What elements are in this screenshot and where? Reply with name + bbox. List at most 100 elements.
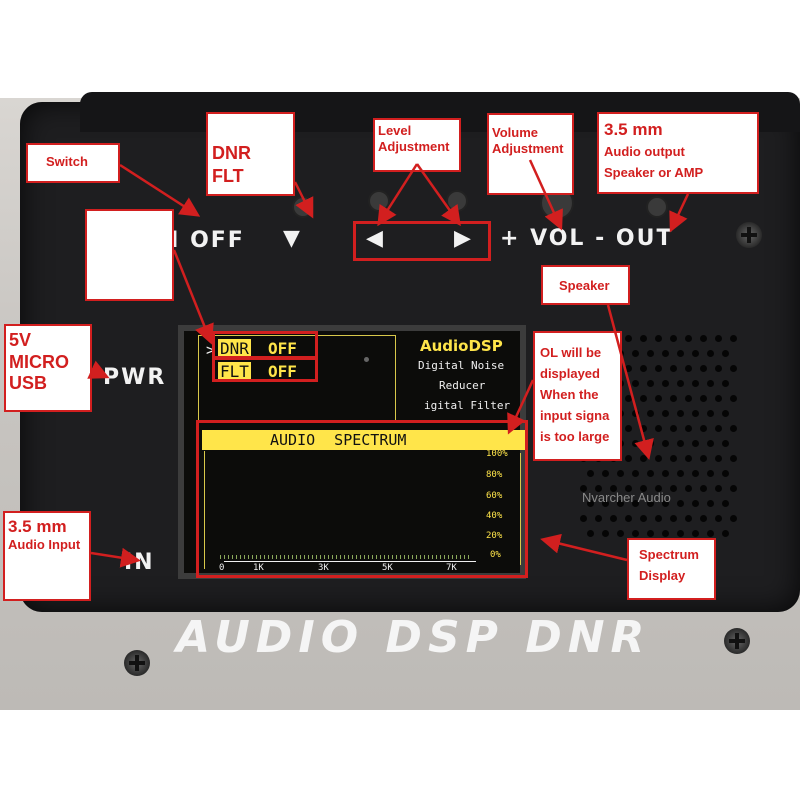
- spectrum-header: [202, 430, 528, 450]
- speaker-hole: [715, 485, 722, 492]
- lcd-screen: > DNR OFF FLT OFF AudioDSP Digital Noise…: [178, 325, 528, 579]
- indicator-dot: [364, 357, 369, 362]
- in-label: IN: [124, 550, 155, 575]
- speaker-hole: [715, 365, 722, 372]
- level-knob-left[interactable]: [368, 190, 390, 212]
- speaker-hole: [647, 500, 654, 507]
- dnr-flt-down-icon: ▼: [283, 226, 300, 251]
- speaker-hole: [700, 395, 707, 402]
- speaker-hole: [632, 440, 639, 447]
- speaker-hole: [662, 500, 669, 507]
- brand-label: AUDIO DSP DNR: [176, 612, 651, 663]
- speaker-hole: [700, 515, 707, 522]
- level-left-arrow-icon: ◀: [366, 226, 383, 251]
- speaker-hole: [677, 530, 684, 537]
- speaker-hole: [707, 380, 714, 387]
- speaker-hole: [647, 410, 654, 417]
- annotation-switch: Switch: [26, 143, 120, 183]
- output-jack[interactable]: [646, 196, 668, 218]
- speaker-hole: [670, 455, 677, 462]
- speaker-hole: [692, 470, 699, 477]
- annotation-spectrum: Spectrum Display: [627, 538, 716, 600]
- speaker-hole: [655, 425, 662, 432]
- level-80: 80%: [486, 470, 503, 480]
- speaker-hole: [715, 425, 722, 432]
- speaker-hole: [595, 485, 602, 492]
- annotation-speaker-text: Speaker: [559, 278, 610, 293]
- annotation-ol-text: OL will be displayed When the input sign…: [540, 345, 610, 445]
- dnr-flt-knob[interactable]: [292, 196, 314, 218]
- speaker-hole: [692, 500, 699, 507]
- speaker-hole: [625, 485, 632, 492]
- annotation-spectrum-text: Spectrum Display: [639, 547, 699, 583]
- speaker-hole: [662, 530, 669, 537]
- freq-tick-7k: 7K: [446, 563, 457, 573]
- speaker-hole: [692, 350, 699, 357]
- speaker-hole: [632, 410, 639, 417]
- title-line-1: Digital Noise: [418, 359, 505, 372]
- annotation-blank: [85, 209, 174, 301]
- speaker-hole: [677, 410, 684, 417]
- speaker-hole: [625, 425, 632, 432]
- speaker-hole: [655, 515, 662, 522]
- annotation-volume-text: Volume Adjustment: [492, 125, 564, 157]
- speaker-hole: [617, 530, 624, 537]
- speaker-hole: [685, 335, 692, 342]
- level-knob-right[interactable]: [446, 190, 468, 212]
- speaker-hole: [625, 365, 632, 372]
- speaker-hole: [685, 425, 692, 432]
- speaker-hole: [647, 380, 654, 387]
- speaker-hole: [722, 350, 729, 357]
- speaker-hole: [670, 365, 677, 372]
- speaker-hole: [640, 365, 647, 372]
- annotation-dnr-flt-text: DNR FLT: [212, 143, 251, 186]
- speaker-hole: [602, 530, 609, 537]
- speaker-hole: [707, 530, 714, 537]
- speaker-hole: [677, 440, 684, 447]
- annotation-ol: OL will be displayed When the input sign…: [533, 331, 622, 461]
- annotation-usb-text: 5V MICRO USB: [9, 330, 69, 394]
- annotation-level-text: Level Adjustment: [378, 123, 450, 155]
- speaker-hole: [640, 395, 647, 402]
- speaker-hole: [662, 410, 669, 417]
- speaker-hole: [587, 500, 594, 507]
- speaker-hole: [722, 470, 729, 477]
- level-0: 0%: [490, 550, 501, 560]
- annotation-input: 3.5 mm Audio Input: [3, 511, 91, 601]
- speaker-hole: [685, 515, 692, 522]
- level-100: 100%: [486, 449, 508, 459]
- dnr-highlight: [212, 331, 318, 359]
- speaker-hole: [632, 470, 639, 477]
- speaker-hole: [730, 335, 737, 342]
- speaker-hole: [692, 440, 699, 447]
- spectrum-header-label: AUDIO SPECTRUM: [270, 431, 407, 449]
- speaker-hole: [722, 500, 729, 507]
- speaker-hole: [677, 470, 684, 477]
- flt-highlight: [212, 357, 318, 382]
- screw-icon: [724, 628, 750, 654]
- speaker-hole: [647, 350, 654, 357]
- speaker-hole: [730, 515, 737, 522]
- annotation-dnr-flt: DNR FLT: [206, 112, 295, 196]
- speaker-hole: [580, 485, 587, 492]
- speaker-hole: [730, 425, 737, 432]
- spectrum-noise-floor: [220, 555, 470, 559]
- annotation-output-desc: Audio output Speaker or AMP: [604, 144, 704, 181]
- speaker-hole: [715, 515, 722, 522]
- title-line-2: Reducer: [439, 379, 486, 392]
- speaker-hole: [692, 410, 699, 417]
- annotation-output: 3.5 mm Audio output Speaker or AMP: [597, 112, 759, 194]
- speaker-hole: [670, 395, 677, 402]
- speaker-hole: [602, 500, 609, 507]
- annotation-usb: 5V MICRO USB: [4, 324, 92, 412]
- level-right-arrow-icon: ▶: [454, 226, 471, 251]
- speaker-hole: [662, 470, 669, 477]
- freq-tick-0: 0: [219, 563, 225, 573]
- screw-icon: [736, 222, 762, 248]
- speaker-hole: [632, 350, 639, 357]
- speaker-hole: [617, 470, 624, 477]
- speaker-hole: [655, 365, 662, 372]
- speaker-hole: [677, 350, 684, 357]
- speaker-hole: [662, 350, 669, 357]
- speaker-hole: [655, 395, 662, 402]
